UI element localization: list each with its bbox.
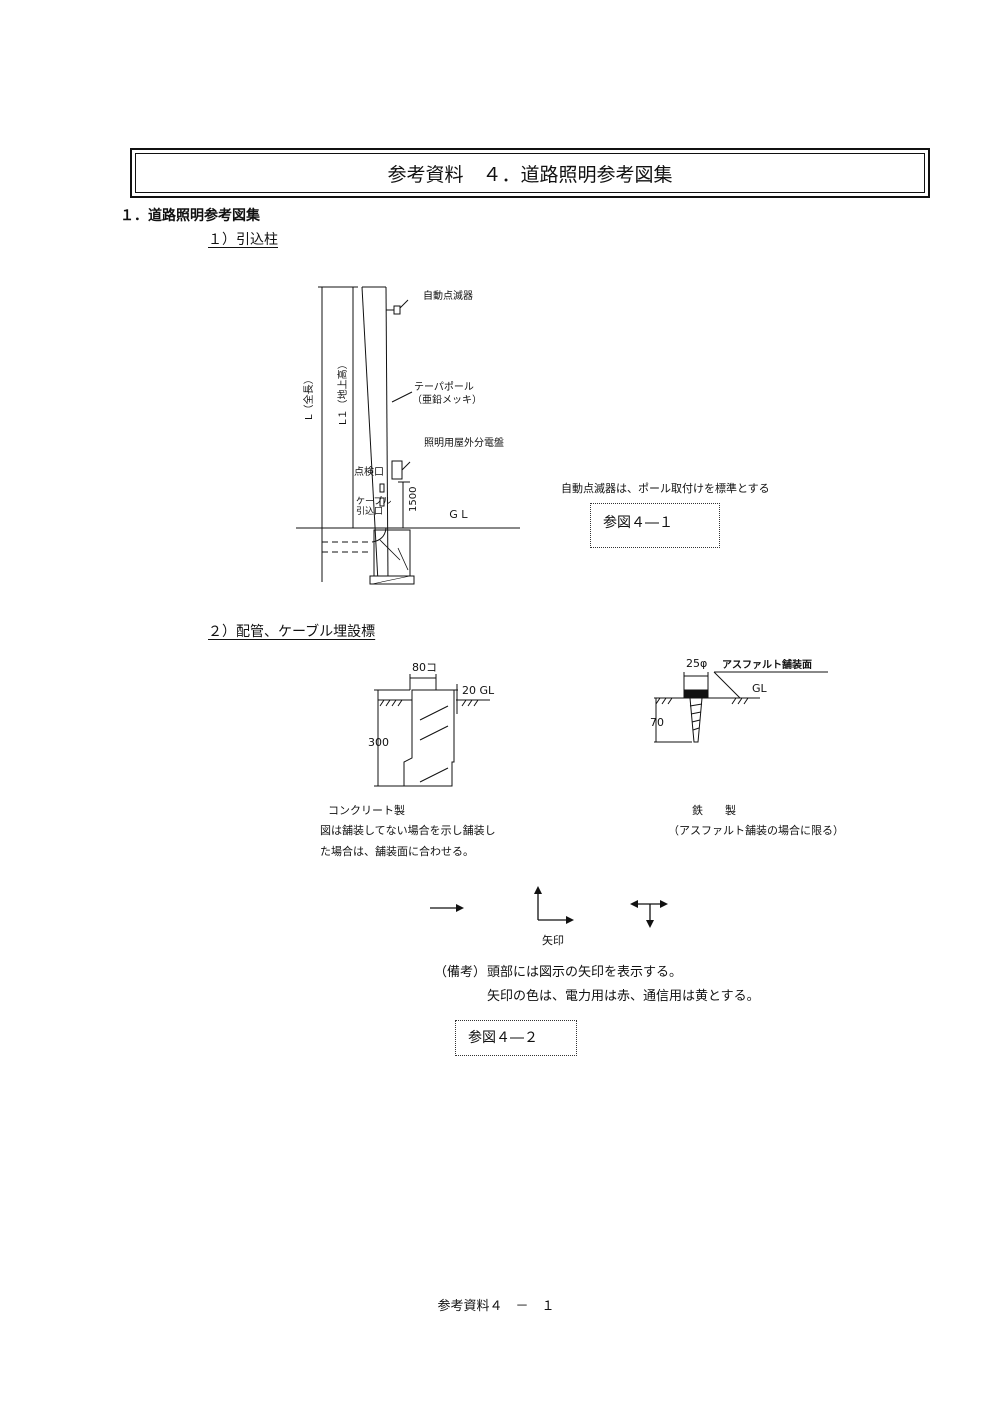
remark-line-1: 頭部には図示の矢印を表示する。 <box>487 965 683 980</box>
remark-line-2: 矢印の色は、電力用は赤、通信用は黄とする。 <box>487 989 760 1004</box>
label-L: L（全長） <box>304 374 315 420</box>
label-L1: L１（地上高） <box>338 359 349 425</box>
dim-25: 25φ <box>686 657 708 670</box>
dim-300: 300 <box>368 736 389 749</box>
dim-20gl: 20 GL <box>462 684 495 697</box>
subheading-pole: １）引込柱 <box>208 232 278 248</box>
section-heading: １．道路照明参考図集 <box>120 208 260 224</box>
desc-concrete-2: た場合は、舗装面に合わせる。 <box>320 845 474 858</box>
desc-iron: （アスファルト舗装の場合に限る） <box>668 824 844 837</box>
label-taper-pole: テーパポール <box>414 382 474 393</box>
ref-box-1: 参図４―１ <box>590 503 720 548</box>
label-gl-iron: GL <box>752 682 767 695</box>
page-title: 参考資料 ４．道路照明参考図集 <box>135 153 925 193</box>
dim-70: 70 <box>650 716 664 729</box>
label-zinc: （亜鉛メッキ） <box>412 395 482 406</box>
label-cable-1: ケーブル <box>356 497 392 507</box>
desc-concrete-1: 図は舗装してない場合を示し舗装し <box>320 824 496 837</box>
label-panel: 照明用屋外分電盤 <box>424 438 504 449</box>
page-footer: 参考資料４ － １ <box>437 1299 555 1314</box>
caption-iron: 鉄 製 <box>692 804 736 817</box>
caption-concrete: コンクリート製 <box>328 804 405 817</box>
label-asphalt: アスファルト舗装面 <box>722 660 812 671</box>
label-inspection: 点検口 <box>354 467 384 478</box>
label-gl-pole: ＧＬ <box>448 508 470 521</box>
dim-1500: 1500 <box>408 486 419 512</box>
label-auto-switch: 自動点滅器 <box>423 291 473 302</box>
note-auto-switch: 自動点滅器は、ポール取付けを標準とする <box>561 482 770 495</box>
title-box: 参考資料 ４．道路照明参考図集 <box>130 148 930 198</box>
arrow-label: 矢印 <box>542 934 564 947</box>
subheading-conduit: ２）配管、ケーブル埋設標 <box>208 624 376 640</box>
dim-80: 80コ <box>412 661 437 674</box>
ref-box-2: 参図４―２ <box>455 1020 577 1056</box>
label-cable-2: 引込口 <box>356 507 384 517</box>
remark-prefix: （備考） <box>434 965 487 980</box>
